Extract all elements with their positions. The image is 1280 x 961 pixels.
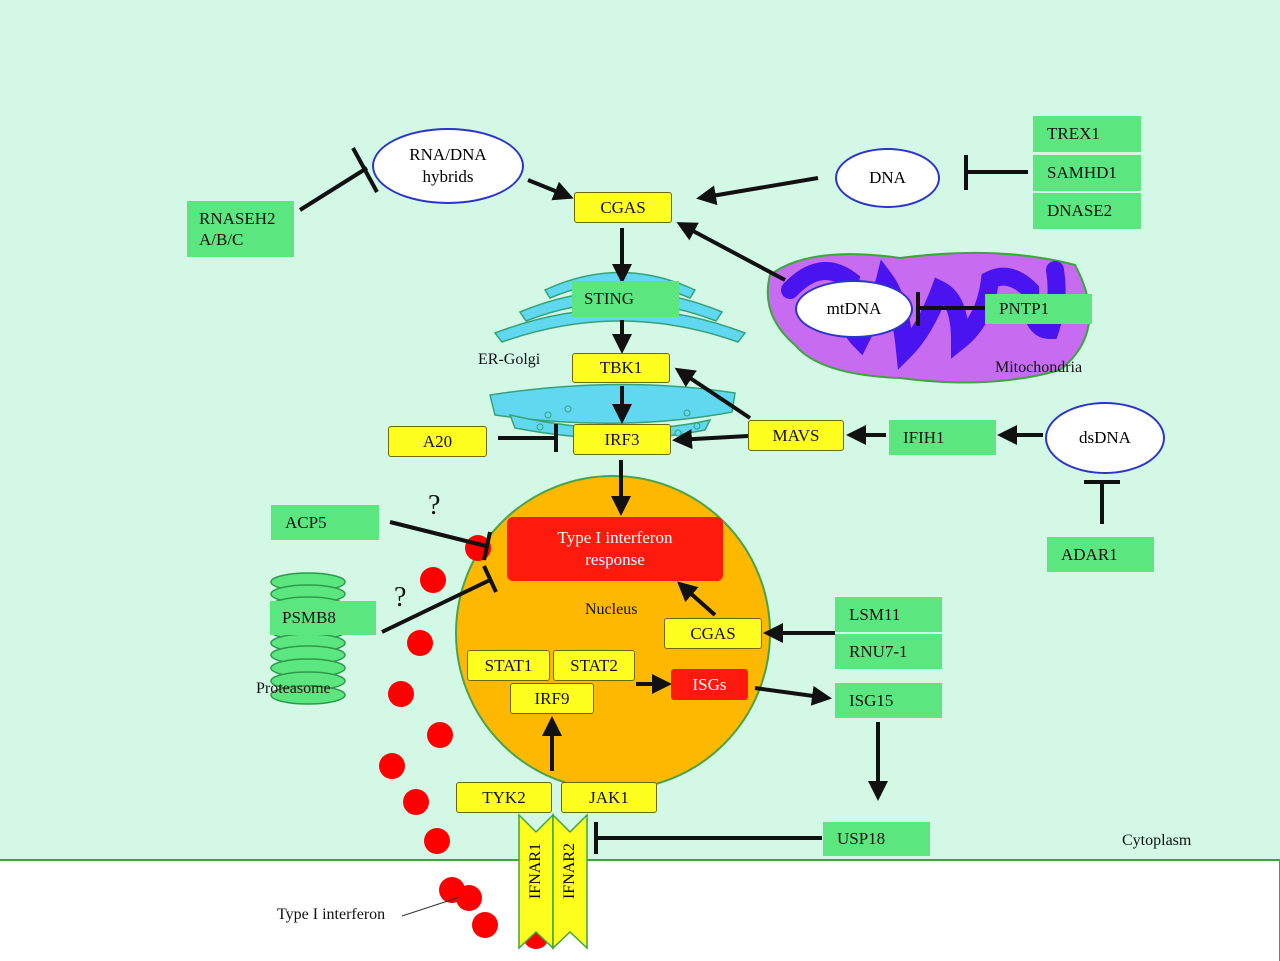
ifnar1-label: IFNAR1 (527, 843, 544, 900)
activation-arrows (527, 176, 1043, 801)
dsdna-node: dsDNA (1045, 402, 1165, 474)
golgi-vesicles (536, 405, 701, 437)
question-mark-psmb8: ? (394, 582, 407, 613)
interferon-pointer (401, 896, 461, 917)
usp18-box: USP18 (823, 822, 930, 856)
irf9-box: IRF9 (510, 683, 594, 714)
stat2-box: STAT2 (553, 650, 635, 681)
psmb8-box: PSMB8 (270, 601, 376, 635)
dnase2-box: DNASE2 (1033, 193, 1141, 229)
question-mark-acp5: ? (428, 490, 441, 521)
inhibition-lines (298, 147, 1120, 854)
mavs-box: MAVS (748, 420, 844, 451)
rna-dna-hybrids-node: RNA/DNA hybrids (372, 128, 524, 204)
nucleus-label: Nucleus (585, 601, 638, 618)
tyk2-box: TYK2 (456, 782, 552, 813)
mtdna-node: mtDNA (795, 280, 913, 338)
isg15-box: ISG15 (835, 683, 942, 718)
type1-interferon-label: Type I interferon (277, 906, 386, 923)
irf3-box: IRF3 (573, 424, 671, 455)
ifnar2-shape (552, 813, 588, 950)
cgas-nucleus-box: CGAS (664, 618, 762, 649)
rnu7-box: RNU7-1 (835, 634, 942, 669)
proteasome-label: Proteasome (256, 680, 331, 697)
pntp1-box: PNTP1 (985, 294, 1092, 324)
tbk1-box: TBK1 (572, 353, 670, 383)
cgas-top-box: CGAS (574, 192, 672, 223)
trex1-box: TREX1 (1033, 116, 1141, 152)
lsm11-box: LSM11 (835, 597, 942, 632)
type1-interferon-response-box: Type I interferon response (507, 517, 723, 581)
jak1-box: JAK1 (561, 782, 657, 813)
samhd1-box: SAMHD1 (1033, 155, 1141, 191)
acp5-box: ACP5 (271, 505, 379, 540)
sting-box: STING (572, 281, 679, 317)
cytoplasm-label: Cytoplasm (1122, 832, 1192, 849)
plasma-membrane (0, 859, 1280, 961)
ifnar2-label: IFNAR2 (561, 843, 578, 900)
rnaseh2-box: RNASEH2 A/B/C (187, 201, 294, 257)
dna-node: DNA (835, 148, 940, 208)
isgs-box: ISGs (671, 669, 748, 700)
stat1-box: STAT1 (467, 650, 550, 681)
adar1-box: ADAR1 (1047, 537, 1154, 572)
interferon-dots (379, 535, 549, 949)
mitochondria-label: Mitochondria (995, 359, 1083, 376)
er-golgi-label: ER-Golgi (478, 351, 541, 368)
a20-box: A20 (388, 426, 487, 457)
ifih1-box: IFIH1 (889, 420, 996, 455)
